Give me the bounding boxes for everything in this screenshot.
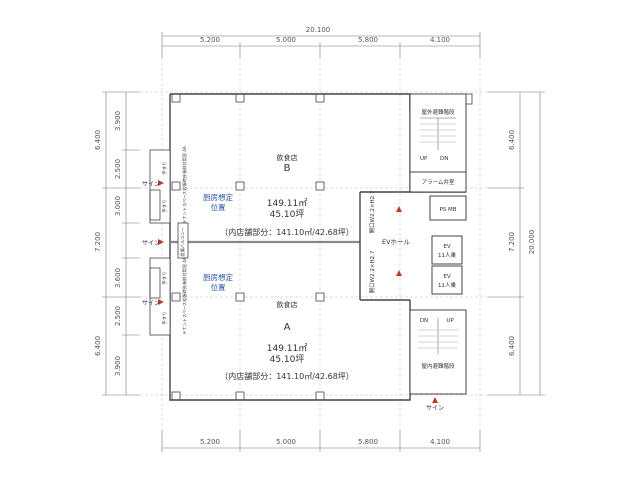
handrail-4: 手すり — [161, 311, 168, 325]
elevator-1 — [431, 235, 463, 265]
elevator-2 — [431, 265, 463, 295]
dim-top-2: 5.000 — [276, 36, 296, 44]
outdoor-stair-dn: DN — [440, 156, 448, 162]
bottom-sign-marker — [432, 397, 438, 403]
dim-right-2: 7.200 — [508, 232, 516, 252]
store-a-label: A — [284, 322, 291, 333]
indoor-stair-label: 屋内避難階段 — [421, 362, 455, 370]
indoor-stair — [409, 309, 467, 395]
store-a-kitchen-line1: 厨房想定 — [203, 272, 233, 282]
handrail-1: 手すり — [161, 161, 168, 175]
left-sign-1: サイン — [142, 181, 160, 188]
cubicle-upper-label: テナントスペース拡張時外装取付用窓 4A — [181, 146, 188, 224]
dim-left-outer-1: 6.400 — [94, 130, 102, 150]
left-sign-markers — [158, 180, 164, 305]
door-arrows — [396, 206, 402, 276]
dim-left-inner-1: 3.900 — [114, 111, 122, 131]
duct-corner-label: 設備バルコニー — [179, 227, 186, 256]
psmb-label: PS MB — [439, 207, 456, 213]
dim-bottom-4: 4.100 — [430, 438, 450, 446]
store-a-kitchen-line2: 位置 — [211, 282, 226, 292]
columns — [171, 93, 473, 401]
ev-hall-label: EVホール — [382, 238, 411, 246]
handrail-2: 手すり — [161, 199, 168, 213]
ev2-label-1: EV — [443, 274, 450, 280]
left-zone — [149, 149, 189, 336]
dim-bottom-3: 5.800 — [358, 438, 378, 446]
store-b-kitchen-line1: 厨房想定 — [203, 192, 233, 202]
dim-left-inner-2: 2.500 — [114, 159, 122, 179]
alarm-room-label: アラーム弁室 — [422, 178, 455, 186]
bottom-sign-label: サイン — [426, 405, 444, 412]
ev1-label-1: EV — [443, 244, 450, 250]
dim-left-inner-3: 3.000 — [114, 196, 122, 216]
indoor-stair-dn: DN — [420, 318, 428, 324]
door-lower-label: 開口W2.2×H2.7 — [369, 250, 376, 293]
dim-left-inner-4: 3.600 — [114, 268, 122, 288]
dim-bottom-1: 5.200 — [200, 438, 220, 446]
store-b-area-tsubo: 45.10坪 — [270, 209, 305, 220]
store-b-label: B — [284, 163, 291, 174]
ev2-label-2: 11人乗 — [438, 282, 456, 289]
psmb-room — [429, 195, 467, 221]
dim-right-1: 6.400 — [508, 130, 516, 150]
outdoor-stair-label: 屋外避難階段 — [421, 108, 455, 116]
indoor-stair-up: UP — [446, 318, 454, 324]
outdoor-stair-up: UP — [420, 156, 428, 162]
dim-right-3: 6.400 — [508, 336, 516, 356]
left-dimensions — [102, 91, 140, 396]
store-b-kitchen-line2: 位置 — [211, 202, 226, 212]
dim-left-inner-6: 3.900 — [114, 356, 122, 376]
dim-top-1: 5.200 — [200, 36, 220, 44]
store-a-type: 飲食店 — [277, 300, 298, 309]
left-sign-2: サイン — [142, 240, 160, 247]
ev1-label-2: 11人乗 — [438, 252, 456, 259]
store-a-inner-area: （内店舗部分：141.10㎡/42.68坪） — [220, 371, 354, 381]
store-b-inner-area: （内店舗部分：141.10㎡/42.68坪） — [220, 227, 354, 237]
dim-top-total: 20.100 — [306, 26, 331, 34]
handrail-3: 手すり — [161, 271, 168, 285]
dim-right-total: 20.000 — [528, 230, 536, 255]
left-sign-3: サイン — [142, 300, 160, 307]
dim-left-outer-3: 6.400 — [94, 336, 102, 356]
store-a-area-tsubo: 45.10坪 — [270, 354, 305, 365]
dim-left-outer-2: 7.200 — [94, 232, 102, 252]
cubicle-lower-label: テナントスペース拡張時外装取付用窓 4A — [181, 257, 188, 335]
store-a-area-m2: 149.11㎡ — [267, 343, 308, 354]
store-b-area-m2: 149.11㎡ — [267, 198, 308, 209]
dim-top-3: 5.800 — [358, 36, 378, 44]
top-dimensions — [161, 32, 481, 58]
door-upper-label: 開口W2.2×H2.7 — [369, 190, 376, 233]
dim-left-inner-5: 2.500 — [114, 306, 122, 326]
outdoor-stair — [409, 93, 467, 173]
right-dimensions — [488, 91, 545, 396]
dim-bottom-2: 5.000 — [276, 438, 296, 446]
bottom-dimensions — [161, 430, 481, 452]
store-b-type: 飲食店 — [277, 153, 298, 162]
alarm-room — [409, 171, 467, 193]
dim-top-4: 4.100 — [430, 36, 450, 44]
